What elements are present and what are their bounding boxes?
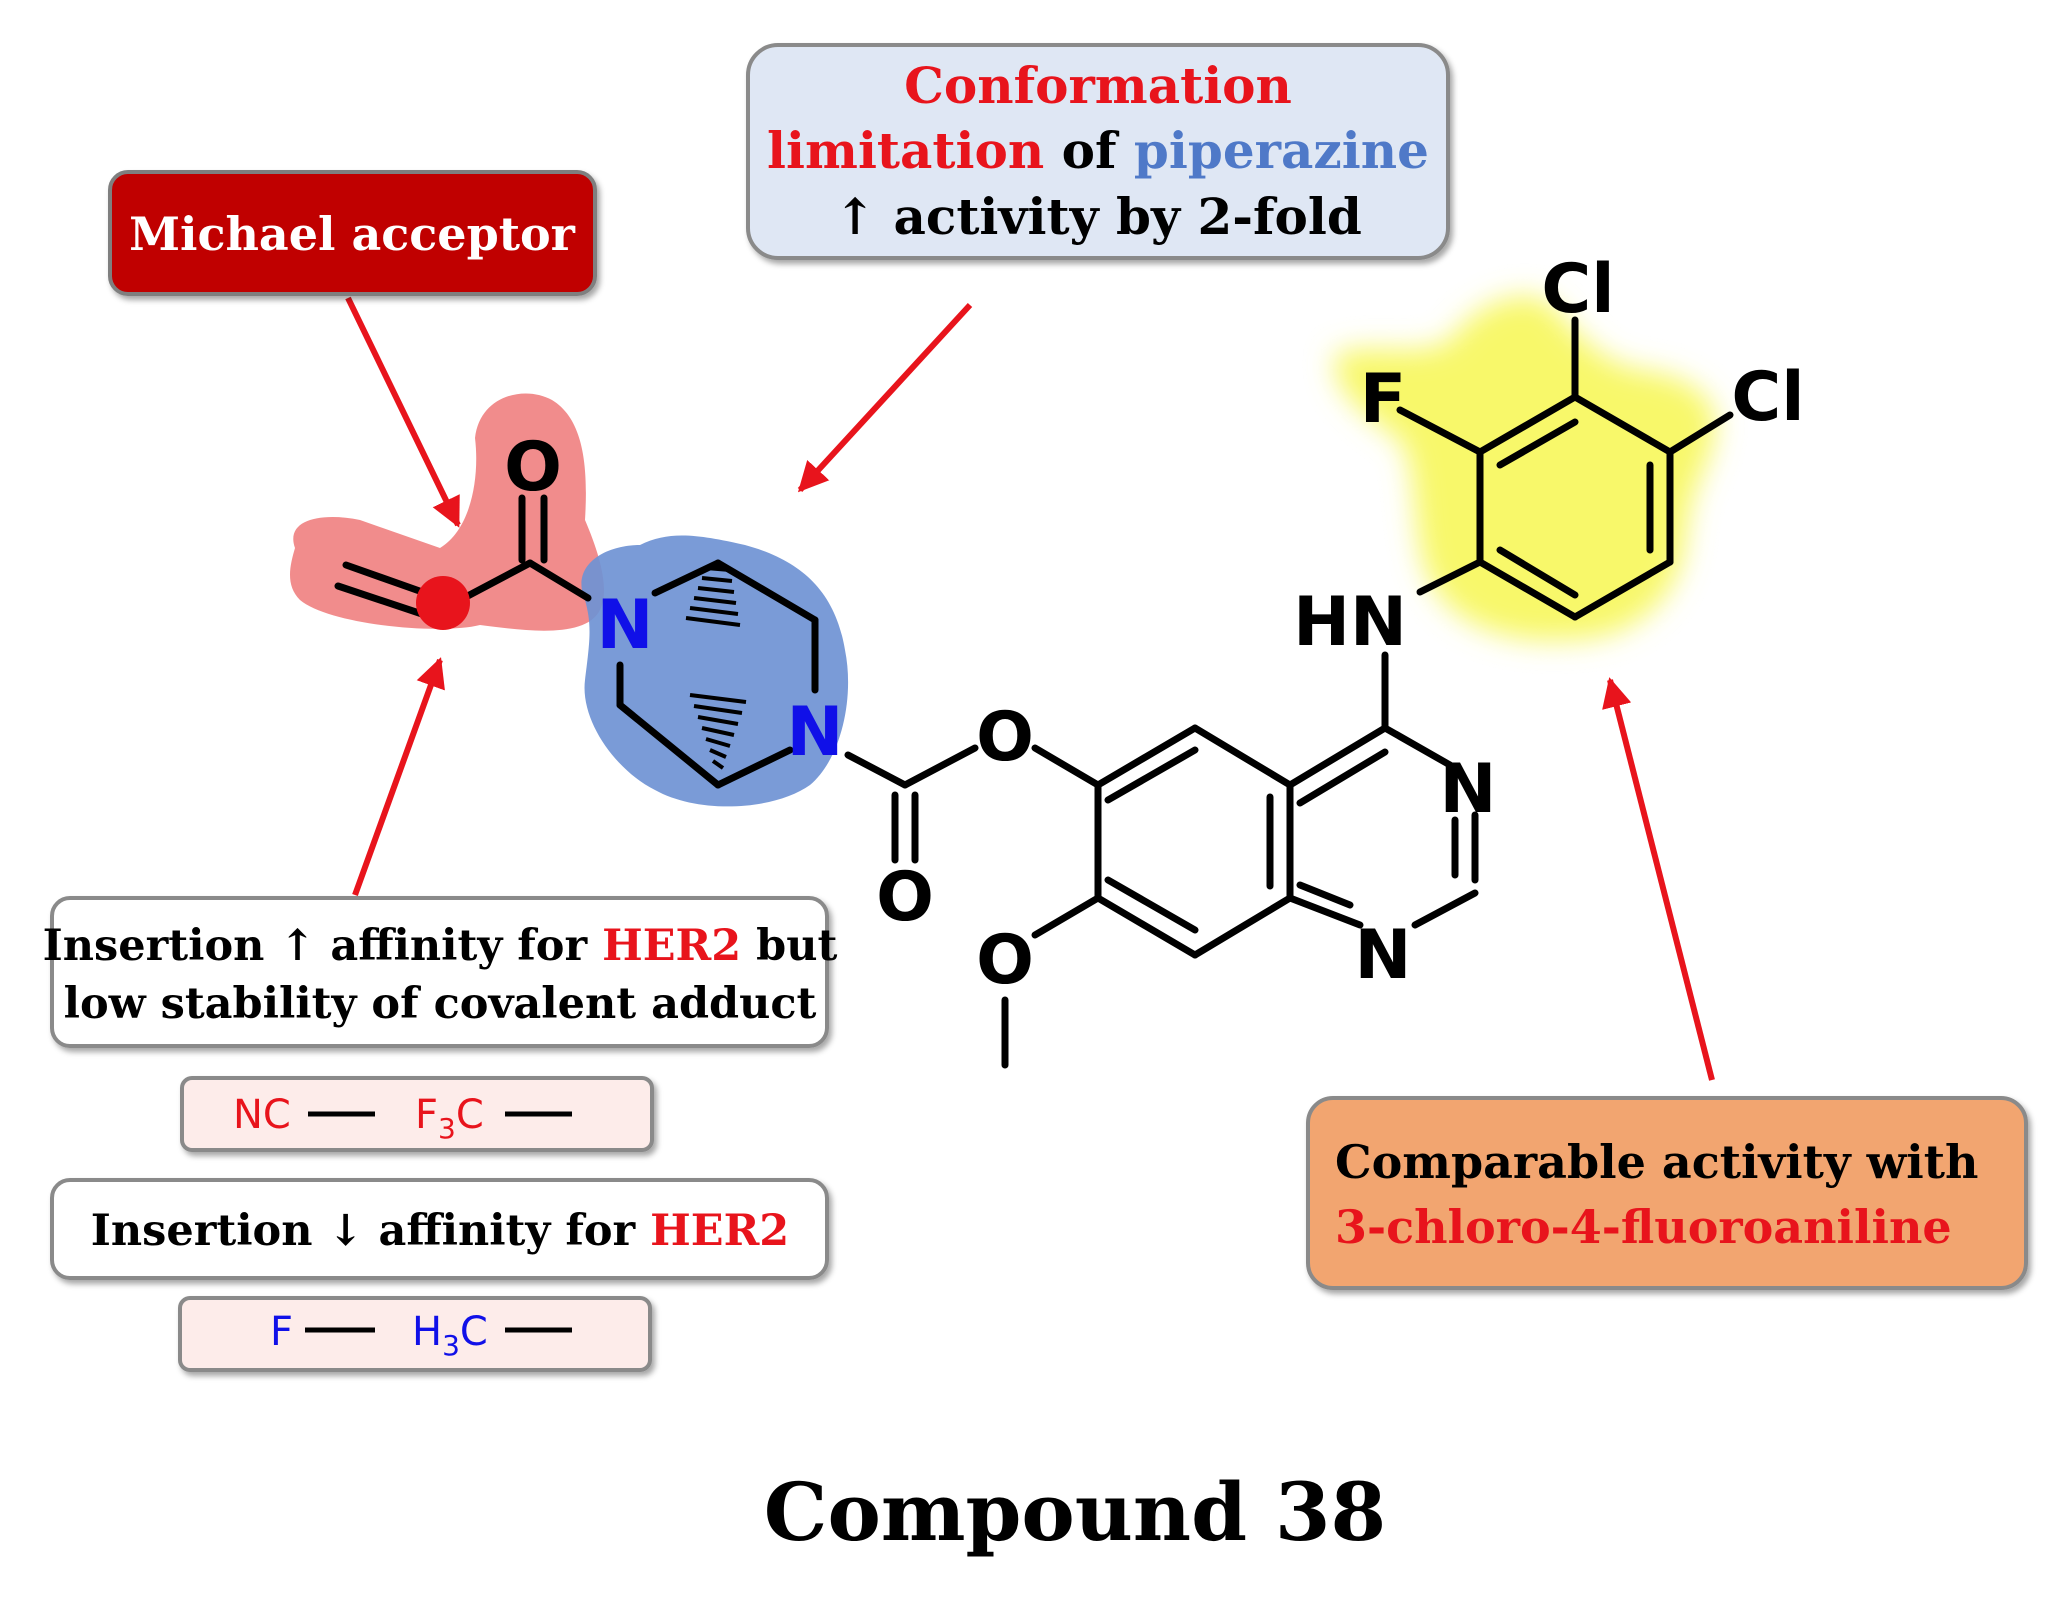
arrow-conformation [797,302,973,493]
atom-f: F [1360,360,1406,439]
substituent-f3c: F3C [415,1092,484,1145]
atom-n-1: N [1355,916,1412,995]
atom-n-right: N [787,693,844,772]
substituent-f: F [270,1309,293,1355]
atom-cl-right: Cl [1731,358,1804,437]
michael-acceptor-carbon-dot [416,576,470,630]
atom-n-left: N [597,586,654,665]
arrows [345,296,1715,1081]
atom-labels: O N N O O O N N HN F Cl Cl [504,250,1805,1000]
arrow-michael [345,296,461,528]
atom-o-ester-carbonyl: O [876,858,934,937]
arrow-insertion [352,657,445,897]
atom-o-carbonyl: O [504,428,562,507]
callout-insertion-up: Insertion ↑ affinity for HER2 but low st… [43,896,838,1048]
atom-cl-top: Cl [1541,250,1614,329]
insertion-down-line1: Insertion ↓ affinity for HER2 [91,1206,789,1256]
comparable-line1: Comparable activity with [1335,1135,1978,1189]
callout-michael-acceptor: Michael acceptor [108,170,597,296]
atom-o-methoxy: O [976,921,1034,1000]
caption: Compound 38 [764,1465,1386,1559]
callout-conformation: Conformation limitation of piperazine ↑ … [746,43,1450,260]
conformation-line1: Conformation [904,56,1292,115]
conformation-line2: limitation of piperazine [767,121,1429,180]
substituent-nc: NC [233,1092,291,1138]
michael-acceptor-label: Michael acceptor [129,207,576,261]
conformation-line3: ↑ activity by 2-fold [834,187,1362,246]
atom-n-3: N [1440,750,1497,829]
substituent-h3c: H3C [412,1309,488,1362]
aniline-highlight [1334,296,1716,641]
atom-hn: HN [1293,583,1407,662]
substituents-up-box: NC F3C [180,1076,654,1152]
comparable-line2: 3-chloro-4-fluoroaniline [1335,1200,1952,1254]
arrow-comparable [1602,677,1715,1081]
callout-comparable: Comparable activity with 3-chloro-4-fluo… [1306,1096,2028,1290]
insertion-up-line2: low stability of covalent adduct [64,979,817,1029]
callout-insertion-down: Insertion ↓ affinity for HER2 [50,1178,829,1280]
substituents-down-box: F H3C [178,1296,652,1372]
insertion-up-line1: Insertion ↑ affinity for HER2 but [43,921,838,971]
stereo-hash-bonds [685,566,747,770]
atom-o-ester: O [976,698,1034,777]
